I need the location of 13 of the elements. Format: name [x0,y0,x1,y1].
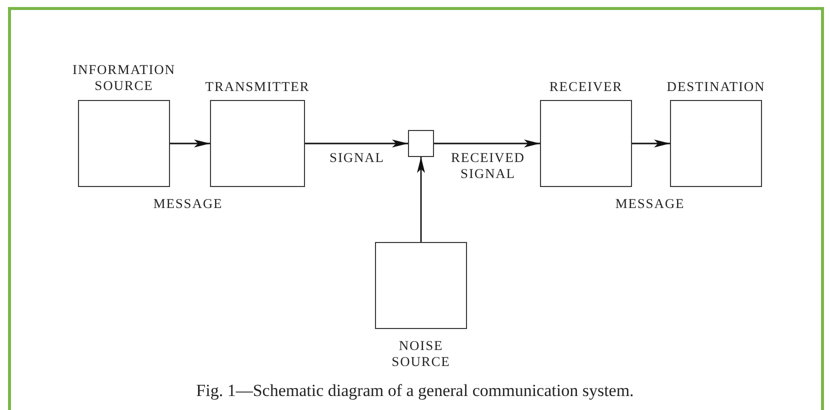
arrow [434,140,540,148]
block-heading: TRANSMITTER [204,79,311,95]
arrow [632,140,670,148]
block-heading: RECEIVER [548,79,624,95]
arrow [417,157,425,242]
block-heading: NOISE SOURCE [390,338,452,370]
figure-caption: Fig. 1—Schematic diagram of a general communication system. [195,381,635,401]
signal-label: MESSAGE [152,196,224,212]
arrow [305,140,408,148]
arrow [170,140,210,148]
block-heading: INFORMATION SOURCE [72,62,176,94]
block-heading: DESTINATION [666,79,766,95]
signal-label: MESSAGE [614,196,686,212]
